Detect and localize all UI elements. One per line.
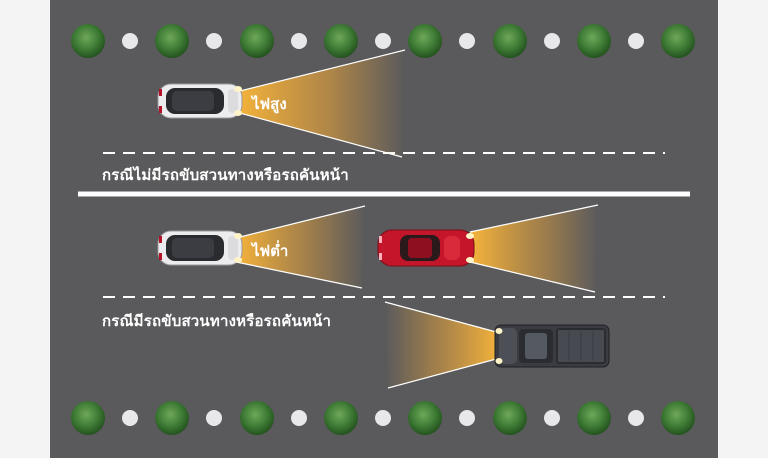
bush-icon <box>408 401 442 435</box>
marker-dot <box>628 410 644 426</box>
marker-dot <box>122 410 138 426</box>
marker-dot <box>375 33 391 49</box>
bush-icon <box>240 401 274 435</box>
marker-dot <box>459 33 475 49</box>
bush-icon <box>240 24 274 58</box>
high-beam-label: ไฟสูง <box>252 95 287 113</box>
roadside-row-bottom <box>71 401 695 435</box>
white-car-low-beam-icon <box>157 230 243 266</box>
marker-dot <box>122 33 138 49</box>
white-car-high-beam-icon <box>157 83 243 119</box>
marker-dot <box>544 33 560 49</box>
red-car-icon <box>377 229 475 267</box>
bush-icon <box>71 24 105 58</box>
bush-icon <box>661 24 695 58</box>
bush-icon <box>408 24 442 58</box>
bush-icon <box>493 401 527 435</box>
marker-dot <box>206 33 222 49</box>
pickup-truck-icon <box>494 324 610 368</box>
bush-icon <box>324 401 358 435</box>
roadside-row-top <box>71 24 695 58</box>
caption-no-traffic: กรณีไม่มีรถขับสวนทางหรือรถคันหน้า <box>102 166 349 184</box>
right-margin <box>718 0 768 458</box>
bush-icon <box>155 24 189 58</box>
marker-dot <box>291 410 307 426</box>
low-beam-cone <box>235 205 366 289</box>
marker-dot <box>544 410 560 426</box>
high-beam-cone <box>235 49 406 158</box>
low-beam-label: ไฟต่ำ <box>252 242 289 260</box>
marker-dot <box>459 410 475 426</box>
bush-icon <box>661 401 695 435</box>
caption-with-traffic: กรณีมีรถขับสวนทางหรือรถคันหน้า <box>102 312 332 330</box>
left-margin <box>0 0 50 458</box>
bush-icon <box>324 24 358 58</box>
marker-dot <box>206 410 222 426</box>
marker-dot <box>375 410 391 426</box>
bush-icon <box>577 24 611 58</box>
bush-icon <box>155 401 189 435</box>
oncoming-truck-beam-cone <box>384 301 501 389</box>
marker-dot <box>628 33 644 49</box>
leading-car-beam-cone <box>469 204 599 293</box>
marker-dot <box>291 33 307 49</box>
bush-icon <box>577 401 611 435</box>
bush-icon <box>71 401 105 435</box>
bush-icon <box>493 24 527 58</box>
